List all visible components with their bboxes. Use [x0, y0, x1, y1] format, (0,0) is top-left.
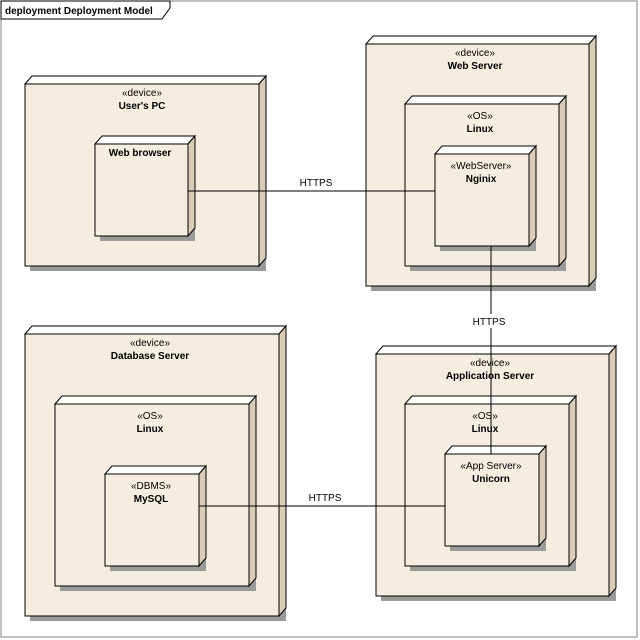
node-name: Web Server: [448, 61, 503, 72]
node-stereotype: «device»: [470, 358, 510, 369]
node-name: User's PC: [119, 101, 166, 112]
connection-label: HTTPS: [309, 493, 342, 504]
node-name: Application Server: [446, 371, 534, 382]
node-stereotype: «device»: [122, 88, 162, 99]
node-name: Linux: [467, 124, 494, 135]
frame-label: deployment Deployment Model: [5, 6, 153, 17]
node-stereotype: «OS»: [472, 411, 498, 422]
node-name: Linux: [137, 424, 164, 435]
connection-mysql-unicorn[interactable]: HTTPS: [199, 493, 445, 507]
node-stereotype: «device»: [455, 48, 495, 59]
frame-label-tab: deployment Deployment Model: [0, 0, 171, 20]
node-name: Web browser: [109, 148, 172, 159]
node-stereotype: «OS»: [467, 111, 493, 122]
node-mysql[interactable]: «DBMS» MySQL: [103, 464, 208, 571]
connection-label: HTTPS: [300, 178, 333, 189]
node-stereotype: «App Server»: [460, 461, 522, 472]
node-nginx[interactable]: «WebServer» Nginix: [433, 144, 538, 251]
node-unicorn[interactable]: «App Server» Unicorn: [443, 444, 548, 551]
node-stereotype: «device»: [130, 338, 170, 349]
node-stereotype: «OS»: [137, 411, 163, 422]
node-users-pc[interactable]: «device» User's PC: [23, 74, 268, 271]
connection-browser-nginx[interactable]: HTTPS: [188, 178, 435, 192]
node-name: Linux: [472, 424, 499, 435]
connection-nginx-unicorn[interactable]: HTTPS: [468, 246, 510, 454]
node-stereotype: «WebServer»: [451, 161, 512, 172]
node-name: MySQL: [134, 494, 168, 505]
node-name: Nginix: [466, 174, 497, 185]
connection-label: HTTPS: [473, 317, 506, 328]
node-name: Database Server: [111, 351, 189, 362]
node-stereotype: «DBMS»: [131, 481, 171, 492]
node-name: Unicorn: [472, 474, 510, 485]
node-web-browser[interactable]: Web browser: [93, 134, 197, 241]
